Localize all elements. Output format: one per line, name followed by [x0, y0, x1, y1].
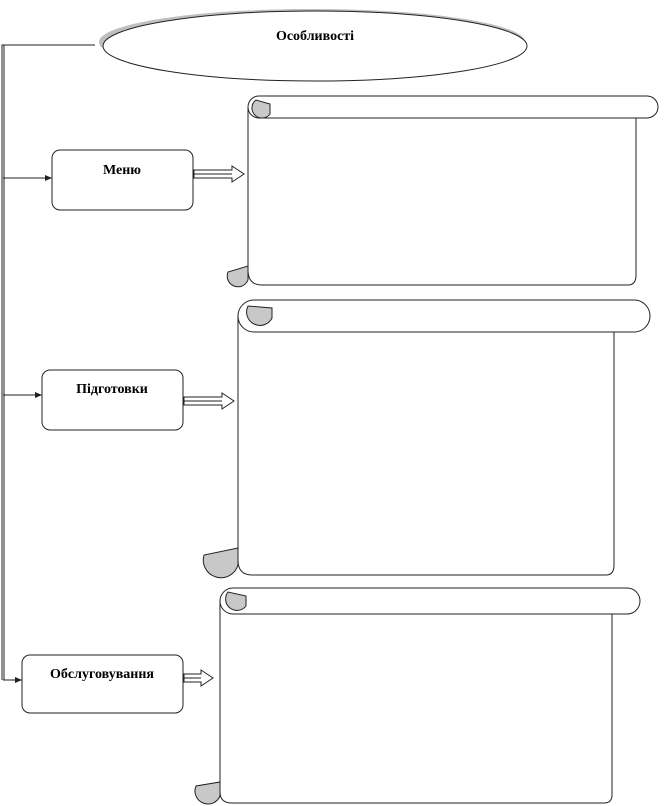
- scroll-service: [194, 587, 641, 805]
- item-box-preparation: Підготовки: [41, 369, 184, 431]
- item-label-service: Обслуговування: [50, 667, 154, 682]
- block-arrow-service: [183, 669, 214, 687]
- item-label-preparation: Підготовки: [76, 382, 148, 397]
- left-connector: [1, 44, 95, 683]
- item-box-service: Обслуговування: [21, 654, 184, 714]
- item-box-menu: Меню: [51, 149, 194, 211]
- block-arrow-preparation: [183, 392, 235, 410]
- scroll-menu: [226, 95, 659, 288]
- title-ellipse: Особливості: [99, 9, 528, 82]
- scroll-preparation: [202, 299, 651, 579]
- title-label: Особливості: [276, 29, 354, 44]
- block-arrow-menu: [193, 165, 245, 183]
- item-label-menu: Меню: [103, 163, 141, 178]
